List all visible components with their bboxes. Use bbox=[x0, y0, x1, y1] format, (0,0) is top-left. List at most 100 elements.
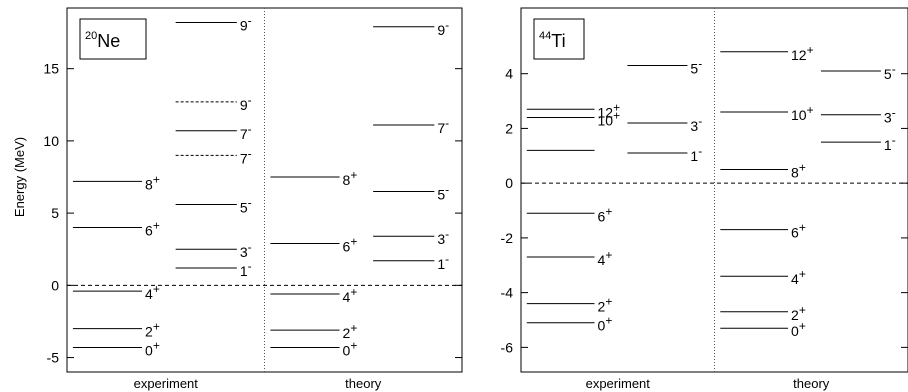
spin-parity-label: 7- bbox=[240, 146, 252, 166]
spin-value: 2 bbox=[598, 299, 606, 315]
parity-value: + bbox=[350, 338, 357, 352]
spin-parity-label: 7- bbox=[437, 116, 449, 136]
y-tick-label: 5 bbox=[51, 205, 59, 221]
parity-value: + bbox=[605, 314, 612, 328]
spin-parity-label: 9- bbox=[240, 13, 252, 33]
spin-value: 1 bbox=[884, 137, 892, 153]
y-tick-label: -6 bbox=[501, 339, 514, 355]
y-tick-label: 15 bbox=[43, 61, 59, 77]
nucleus-label-box bbox=[533, 18, 585, 60]
spin-value: 2 bbox=[343, 325, 351, 341]
spin-parity-label: 1- bbox=[437, 252, 449, 272]
parity-value: + bbox=[799, 221, 806, 235]
parity-value: - bbox=[248, 240, 252, 254]
parity-value: - bbox=[248, 146, 252, 160]
parity-value: + bbox=[605, 248, 612, 262]
spin-parity-label: 9- bbox=[437, 18, 449, 38]
nucleus-symbol: Ti bbox=[551, 31, 565, 51]
nucleus-mass-number: 20 bbox=[85, 30, 97, 42]
spin-parity-label: 4+ bbox=[598, 248, 613, 268]
parity-value: - bbox=[248, 13, 252, 27]
spin-parity-label: 6+ bbox=[145, 219, 160, 239]
spin-parity-label: 10+ bbox=[598, 108, 621, 128]
spin-parity-label: 6+ bbox=[343, 234, 358, 254]
y-tick-label: 2 bbox=[505, 120, 513, 136]
y-tick-label: 0 bbox=[505, 175, 513, 191]
spin-parity-label: 4+ bbox=[343, 285, 358, 305]
nucleus-label: 20Ne bbox=[85, 30, 120, 51]
parity-value: + bbox=[153, 320, 160, 334]
nucleus-label-box bbox=[79, 18, 147, 60]
spin-value: 2 bbox=[791, 307, 799, 323]
spin-value: 8 bbox=[791, 164, 799, 180]
y-tick-label: 0 bbox=[51, 277, 59, 293]
spin-parity-label: 1- bbox=[690, 144, 702, 164]
spin-value: 9 bbox=[240, 17, 248, 33]
y-tick-label: -2 bbox=[501, 230, 514, 246]
parity-value: + bbox=[807, 103, 814, 117]
column-label-experiment: experiment bbox=[586, 376, 651, 391]
parity-value: - bbox=[445, 18, 449, 32]
spin-value: 7 bbox=[240, 126, 248, 142]
spin-value: 4 bbox=[343, 289, 351, 305]
spin-parity-label: 0+ bbox=[145, 338, 160, 358]
spin-parity-label: 5- bbox=[240, 195, 252, 215]
parity-value: + bbox=[799, 267, 806, 281]
spin-value: 9 bbox=[240, 97, 248, 113]
spin-parity-label: 4+ bbox=[145, 282, 160, 302]
parity-value: + bbox=[613, 108, 620, 122]
parity-value: - bbox=[892, 62, 896, 76]
spin-parity-label: 6+ bbox=[791, 221, 806, 241]
spin-value: 4 bbox=[791, 271, 799, 287]
column-label-theory: theory bbox=[793, 376, 830, 391]
parity-value: - bbox=[445, 182, 449, 196]
parity-value: + bbox=[153, 282, 160, 296]
spin-value: 10 bbox=[791, 107, 807, 123]
spin-value: 9 bbox=[437, 22, 445, 38]
parity-value: + bbox=[807, 43, 814, 57]
parity-value: + bbox=[613, 100, 620, 114]
spin-value: 5 bbox=[690, 60, 698, 76]
spin-value: 5 bbox=[437, 186, 445, 202]
parity-value: - bbox=[892, 106, 896, 120]
spin-parity-label: 5- bbox=[690, 56, 702, 76]
spin-value: 6 bbox=[791, 225, 799, 241]
spin-value: 12 bbox=[791, 47, 807, 63]
spin-parity-label: 8+ bbox=[145, 172, 160, 192]
y-tick-label: 10 bbox=[43, 133, 59, 149]
spin-parity-label: 0+ bbox=[791, 319, 806, 339]
parity-value: - bbox=[892, 133, 896, 147]
column-label-theory: theory bbox=[345, 376, 382, 391]
parity-value: + bbox=[605, 295, 612, 309]
parity-value: + bbox=[605, 204, 612, 218]
parity-value: + bbox=[153, 338, 160, 352]
parity-value: - bbox=[698, 114, 702, 128]
spin-parity-label: 12+ bbox=[791, 43, 814, 63]
y-tick-label: 4 bbox=[505, 66, 513, 82]
spin-parity-label: 5- bbox=[437, 182, 449, 202]
spin-value: 3 bbox=[690, 118, 698, 134]
parity-value: - bbox=[445, 227, 449, 241]
parity-value: + bbox=[153, 219, 160, 233]
spin-value: 7 bbox=[240, 150, 248, 166]
spin-parity-label: 8+ bbox=[791, 160, 806, 180]
spin-value: 3 bbox=[240, 244, 248, 260]
spin-parity-label: 5- bbox=[884, 62, 896, 82]
spin-parity-label: 6+ bbox=[598, 204, 613, 224]
spin-value: 8 bbox=[145, 176, 153, 192]
spin-value: 6 bbox=[598, 208, 606, 224]
parity-value: + bbox=[350, 234, 357, 248]
parity-value: + bbox=[153, 172, 160, 186]
spin-value: 4 bbox=[145, 286, 153, 302]
parity-value: + bbox=[799, 303, 806, 317]
spin-value: 0 bbox=[343, 342, 351, 358]
parity-value: + bbox=[799, 160, 806, 174]
parity-value: + bbox=[350, 168, 357, 182]
parity-value: + bbox=[350, 321, 357, 335]
spin-value: 2 bbox=[145, 324, 153, 340]
spin-parity-label: 3- bbox=[240, 240, 252, 260]
spin-parity-label: 3- bbox=[690, 114, 702, 134]
column-label-experiment: experiment bbox=[134, 376, 199, 391]
parity-value: - bbox=[248, 259, 252, 273]
